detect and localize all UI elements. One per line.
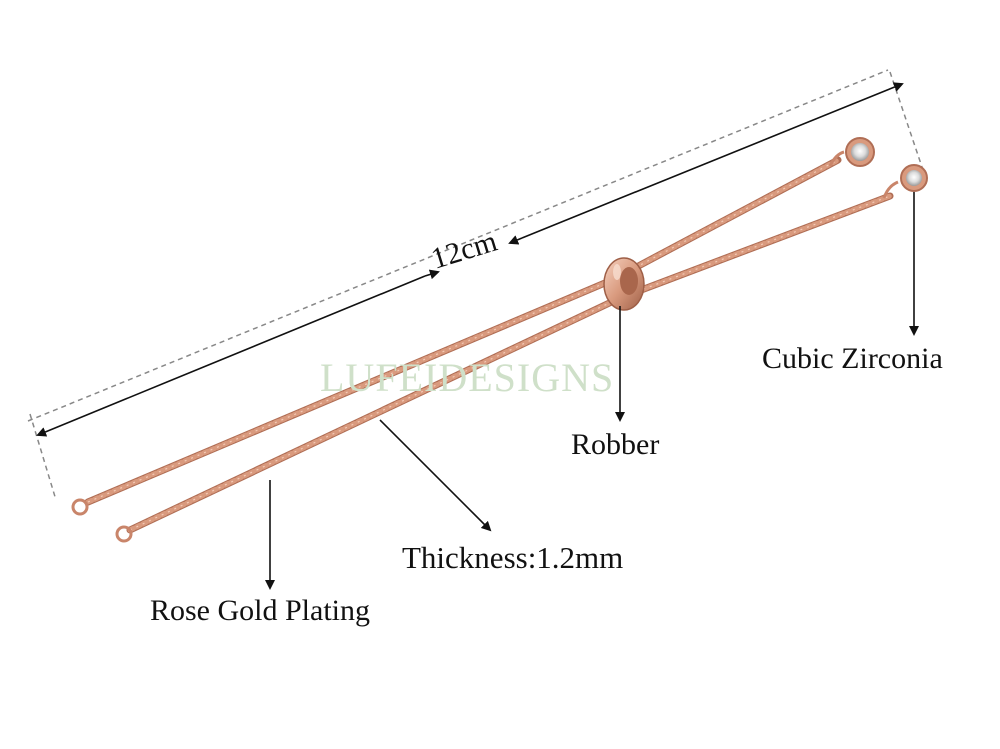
dimension-arrow-right <box>521 82 904 239</box>
dimension-arrow-left <box>36 275 426 437</box>
end-loop-upper <box>71 498 89 516</box>
plating-label: Rose Gold Plating <box>150 594 371 627</box>
thickness-pointer-arrow <box>379 419 492 532</box>
watermark: LUFEIDESIGNS <box>320 355 615 400</box>
dimension-line <box>27 69 926 501</box>
slider-label: Robber <box>571 428 660 461</box>
zircon-charm-lower <box>900 164 928 192</box>
dimension-tick-right <box>889 71 926 177</box>
zircon-charm-upper <box>845 137 875 167</box>
slider-bead <box>603 257 645 311</box>
dimension-arrow-left-inner <box>424 269 440 280</box>
stone-label: Cubic Zirconia <box>762 342 943 375</box>
dimension-arrow-right-inner <box>508 235 523 245</box>
chain-upper <box>84 156 842 506</box>
dimension-tick-left <box>29 413 57 501</box>
end-loop-lower <box>115 525 133 543</box>
thickness-label: Thickness:1.2mm <box>402 540 624 575</box>
dimension-extension-left <box>27 69 889 422</box>
